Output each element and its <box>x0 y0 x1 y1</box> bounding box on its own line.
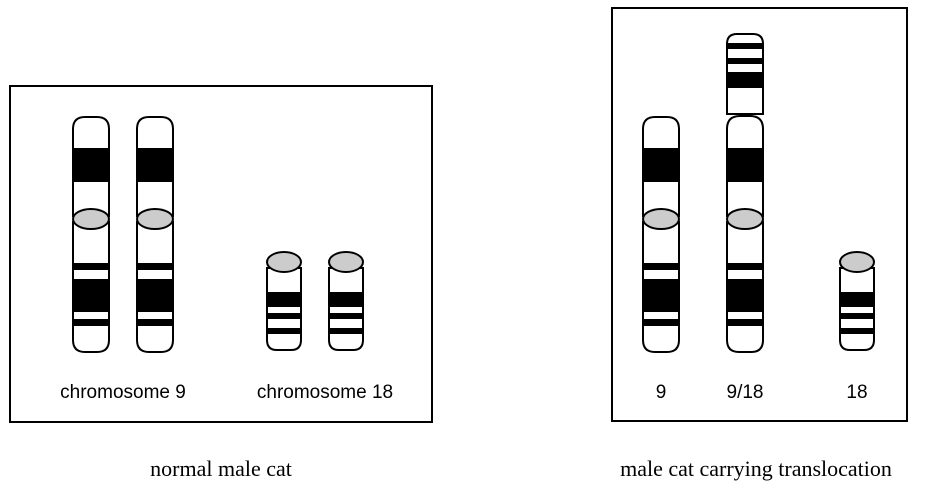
label-9: 9 <box>656 382 667 403</box>
chromosome-9-single <box>642 116 680 353</box>
chromosome-9-a <box>72 116 110 353</box>
centromere-18-single <box>839 251 875 273</box>
chromosome-9-b <box>136 116 174 353</box>
translocation-panel-frame <box>611 7 908 422</box>
chromosome-18-b <box>328 251 364 351</box>
centromere-18-b <box>328 251 364 273</box>
label-chromosome-9: chromosome 9 <box>60 382 186 403</box>
label-chromosome-18: chromosome 18 <box>257 382 393 403</box>
label-9-18: 9/18 <box>727 382 764 403</box>
label-18: 18 <box>846 382 867 403</box>
caption-translocation-cat: male cat carrying translocation <box>620 456 892 481</box>
centromere-9-b <box>136 208 174 230</box>
centromere-9-single <box>642 208 680 230</box>
chromosome-18-single <box>839 251 875 351</box>
chromosome-18-a <box>266 251 302 351</box>
chromosome-9-18-fused <box>726 33 764 353</box>
centromere-9-18 <box>726 208 764 230</box>
centromere-18-a <box>266 251 302 273</box>
centromere-9-a <box>72 208 110 230</box>
normal-panel-frame <box>9 85 433 423</box>
caption-normal-male-cat: normal male cat <box>150 456 292 481</box>
